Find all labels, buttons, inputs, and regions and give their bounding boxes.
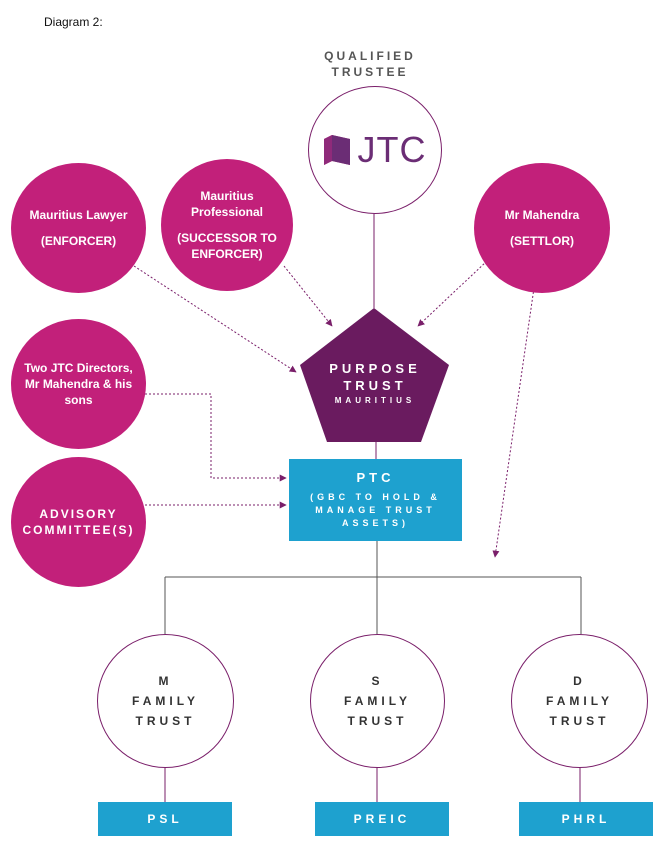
professional-line1: Mauritius xyxy=(200,189,254,203)
ptc-title: PTC xyxy=(356,470,395,485)
s-trust-letter: S xyxy=(371,674,384,688)
jtc-directors-circle: Two JTC Directors, Mr Mahendra & his son… xyxy=(11,319,146,449)
advisory-line2: COMMITTEE(S) xyxy=(22,523,135,537)
professional-role-line2: ENFORCER) xyxy=(191,247,263,261)
mauritius-professional-circle: Mauritius Professional (SUCCESSOR TO ENF… xyxy=(161,159,293,291)
preic-box: PREIC xyxy=(315,802,449,836)
d-trust-letter: D xyxy=(573,674,586,688)
ptc-box: PTC (GBC TO HOLD & MANAGE TRUST ASSETS) xyxy=(289,459,462,541)
arrow-lawyer-to-trust xyxy=(133,265,297,373)
lawyer-label: Mauritius Lawyer xyxy=(29,208,128,222)
purpose-trust-line2: TRUST xyxy=(343,378,407,393)
qualified-trustee-label: QUALIFIED TRUSTEE xyxy=(300,48,440,80)
arrow-settlor-to-trust xyxy=(417,260,488,327)
directors-line1: Two JTC Directors, xyxy=(24,361,133,375)
arrow-professional-to-trust xyxy=(283,265,333,327)
m-trust-letter: M xyxy=(158,674,173,688)
settlor-role: (SETTLOR) xyxy=(510,234,574,248)
purpose-trust-line3: MAURITIUS xyxy=(334,396,416,405)
settlor-label: Mr Mahendra xyxy=(504,208,580,222)
s-trust-line3: TRUST xyxy=(347,714,408,728)
jtc-logo: JTC xyxy=(323,129,427,171)
phrl-box: PHRL xyxy=(519,802,653,836)
advisory-committee-circle: ADVISORY COMMITTEE(S) xyxy=(11,457,146,587)
purpose-trust-pentagon xyxy=(300,308,449,442)
d-family-trust-circle: D FAMILY TRUST xyxy=(511,634,648,768)
diagram-title: Diagram 2: xyxy=(44,15,103,29)
jtc-logo-text: JTC xyxy=(357,129,427,170)
s-family-trust-circle: S FAMILY TRUST xyxy=(310,634,445,768)
directors-line3: sons xyxy=(64,393,93,407)
advisory-line1: ADVISORY xyxy=(39,507,118,521)
m-family-trust-circle: M FAMILY TRUST xyxy=(97,634,234,768)
jtc-circle: JTC xyxy=(308,86,442,214)
arrow-directors-to-ptc xyxy=(145,393,287,482)
qualified-trustee-line1: QUALIFIED xyxy=(324,49,416,63)
professional-role-line1: (SUCCESSOR TO xyxy=(177,231,277,245)
s-trust-line2: FAMILY xyxy=(344,694,411,708)
arrow-settlor-to-d-trust xyxy=(492,287,535,558)
psl-box: PSL xyxy=(98,802,232,836)
mauritius-lawyer-circle: Mauritius Lawyer (ENFORCER) xyxy=(11,163,146,293)
qualified-trustee-line2: TRUSTEE xyxy=(331,65,409,79)
shield-icon xyxy=(323,135,350,165)
professional-line2: Professional xyxy=(190,205,264,219)
purpose-trust-label: PURPOSE TRUST MAURITIUS xyxy=(300,360,450,405)
m-trust-line3: TRUST xyxy=(135,714,196,728)
purpose-trust-line1: PURPOSE xyxy=(329,361,421,376)
ptc-subtitle: (GBC TO HOLD & MANAGE TRUST ASSETS) xyxy=(310,492,441,528)
lawyer-role: (ENFORCER) xyxy=(40,234,117,248)
m-trust-line2: FAMILY xyxy=(132,694,199,708)
d-trust-line3: TRUST xyxy=(549,714,610,728)
mr-mahendra-circle: Mr Mahendra (SETTLOR) xyxy=(474,163,610,293)
d-trust-line2: FAMILY xyxy=(546,694,613,708)
directors-line2: Mr Mahendra & his xyxy=(24,377,133,391)
